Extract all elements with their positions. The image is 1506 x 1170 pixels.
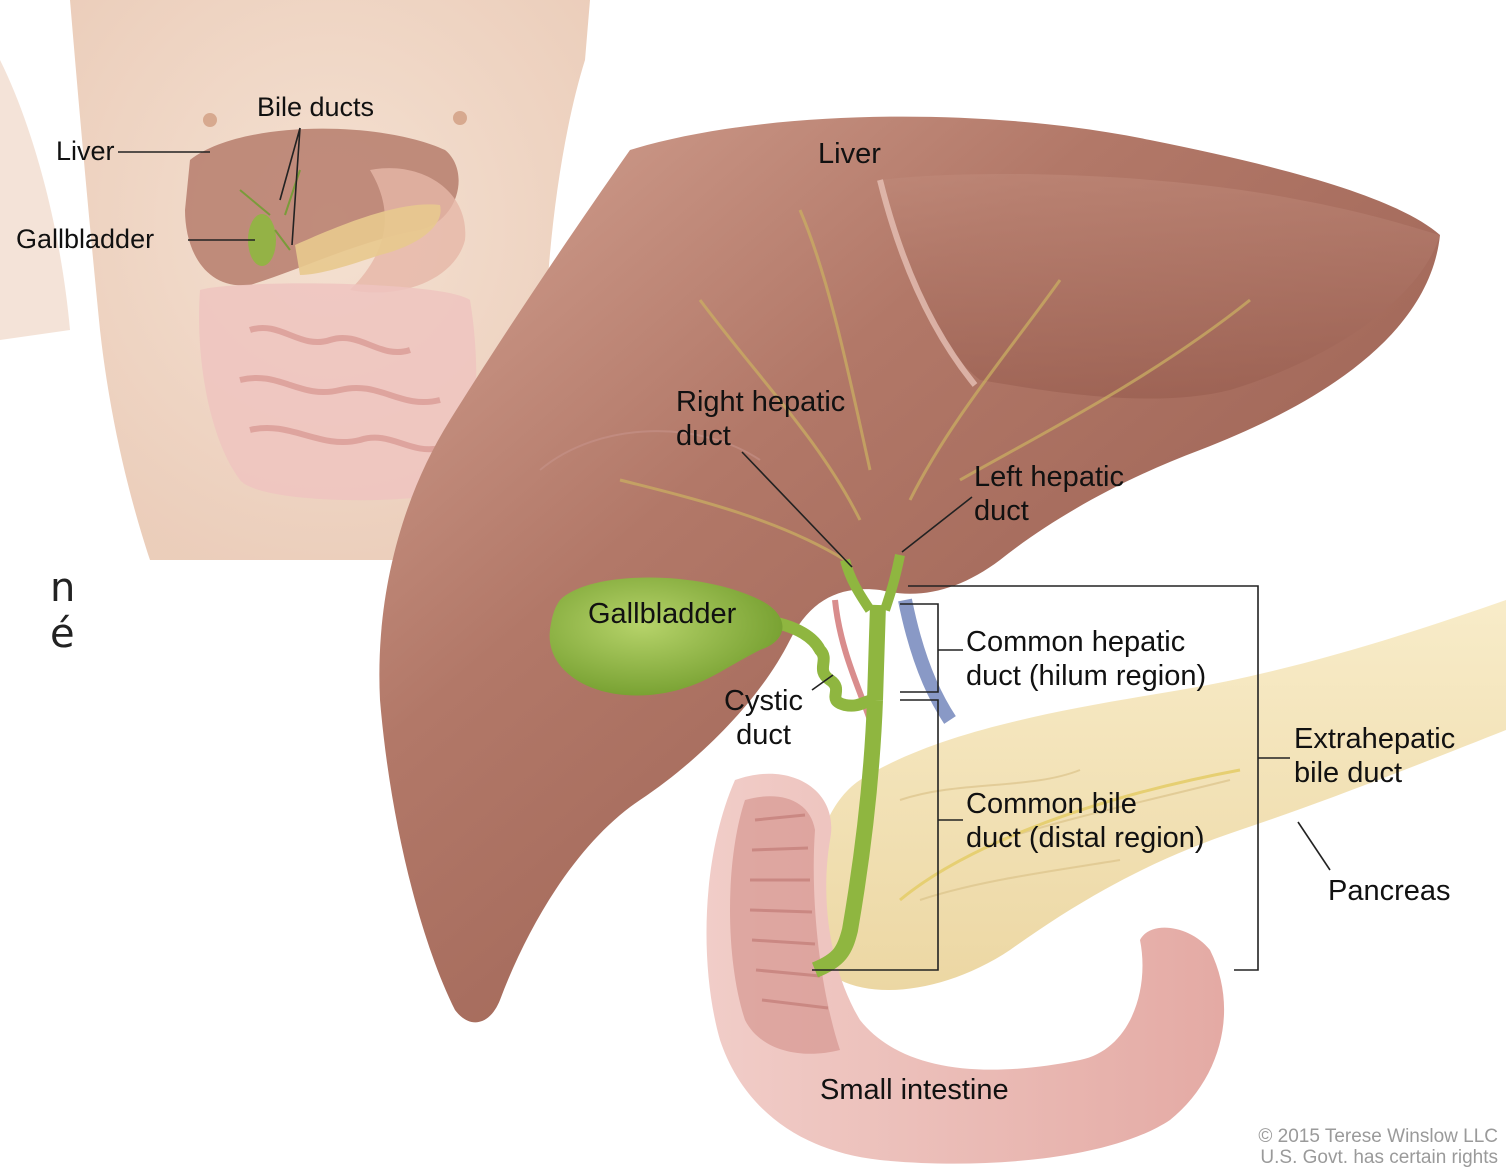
left-hepatic-duct-label: Left hepatic duct: [974, 460, 1124, 528]
extrahepatic-bile-duct-label: Extrahepatic bile duct: [1294, 722, 1455, 790]
inset-gallbladder-label: Gallbladder: [16, 224, 154, 255]
common-hepatic-duct-shape: [875, 605, 878, 700]
credit-line-2: U.S. Govt. has certain rights: [1258, 1147, 1498, 1168]
common-hepatic-duct-line-1: Common hepatic: [966, 625, 1206, 659]
extrahepatic-line-2: bile duct: [1294, 756, 1455, 790]
liver-label: Liver: [818, 137, 881, 171]
common-hepatic-duct-label: Common hepatic duct (hilum region): [966, 625, 1206, 693]
inset-bile-ducts-label: Bile ducts: [257, 92, 374, 123]
right-hepatic-duct-label: Right hepatic duct: [676, 385, 845, 453]
common-bile-duct-line-2: duct (distal region): [966, 821, 1205, 855]
small-intestine-label: Small intestine: [820, 1073, 1009, 1107]
cystic-duct-line-2: duct: [724, 718, 803, 752]
cropped-side-text: n é: [50, 565, 75, 657]
pancreas-label: Pancreas: [1328, 874, 1451, 908]
side-text-line-2: é: [50, 611, 75, 657]
common-bile-duct-label: Common bile duct (distal region): [966, 787, 1205, 855]
right-hepatic-duct-line-2: duct: [676, 419, 845, 453]
right-hepatic-duct-line-1: Right hepatic: [676, 385, 845, 419]
extrahepatic-line-1: Extrahepatic: [1294, 722, 1455, 756]
copyright-credit: © 2015 Terese Winslow LLC U.S. Govt. has…: [1258, 1126, 1498, 1168]
common-bile-duct-line-1: Common bile: [966, 787, 1205, 821]
inset-liver-label: Liver: [56, 136, 115, 167]
gallbladder-label: Gallbladder: [588, 597, 736, 631]
common-hepatic-duct-line-2: duct (hilum region): [966, 659, 1206, 693]
left-hepatic-duct-line-2: duct: [974, 494, 1124, 528]
left-hepatic-duct-line-1: Left hepatic: [974, 460, 1124, 494]
cystic-duct-line-1: Cystic: [724, 684, 803, 718]
cystic-duct-label: Cystic duct: [724, 684, 803, 752]
credit-line-1: © 2015 Terese Winslow LLC: [1258, 1126, 1498, 1147]
side-text-line-1: n: [50, 565, 75, 611]
